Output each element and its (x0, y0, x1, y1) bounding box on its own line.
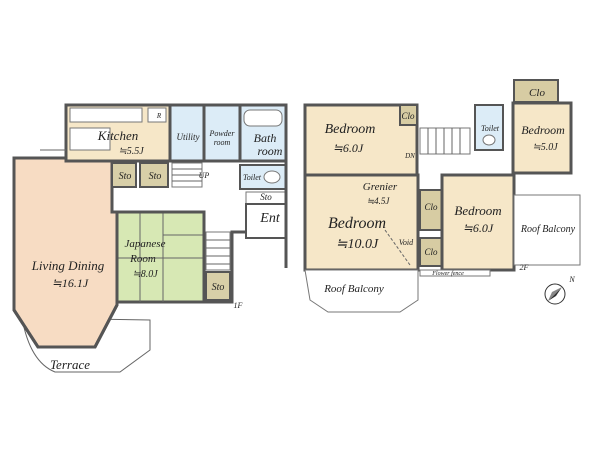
bath-label-1: Bath (254, 131, 277, 145)
kitchen-label: Kitchen (97, 128, 138, 143)
living-dining-room (12, 156, 119, 349)
bedroom-b-size: ≒10.0J (336, 237, 379, 252)
clo-label-1: Clo (401, 111, 415, 121)
japanese-label-2: Room (129, 253, 156, 265)
roof-balcony-right (513, 194, 581, 266)
living-size: ≒16.1J (52, 276, 89, 290)
living-label: Living Dining (31, 258, 105, 273)
bedroom-a-label: Bedroom (325, 122, 376, 137)
bedroom-a-size: ≒6.0J (333, 141, 364, 155)
bedroom-6-upper (303, 103, 419, 177)
void-label: Void (399, 238, 414, 247)
entrance-label: Ent (259, 211, 281, 226)
japanese-size: ≒8.0J (132, 269, 158, 280)
clo-label-3: Clo (424, 247, 438, 257)
roof-balcony-left-label: Roof Balcony (323, 283, 384, 295)
storage-1f-c (205, 271, 231, 301)
powder-label-2: room (214, 138, 231, 147)
sto-label-1: Sto (119, 171, 132, 182)
bedroom-10 (303, 173, 420, 272)
bedroom-d-size: ≒5.0J (532, 142, 558, 153)
bedroom-c-size: ≒6.0J (463, 221, 494, 235)
flower-fence (419, 269, 491, 277)
terrace-label: Terrace (50, 357, 90, 372)
grenier-label: Grenier (363, 181, 398, 193)
compass-north-label: N (568, 275, 575, 284)
fridge-label: R (156, 112, 162, 120)
entrance (245, 203, 287, 239)
storage-1f-b (139, 162, 169, 188)
utility-label: Utility (177, 132, 200, 142)
kitchen-island (69, 127, 111, 151)
grenier-size: ≒4.5J (367, 196, 391, 206)
floor2-label: 2F (520, 263, 529, 272)
sto-label-3: Sto (212, 282, 225, 293)
up-label: UP (199, 171, 210, 180)
fridge (147, 107, 167, 123)
toilet-2f-label: Toilet (481, 124, 500, 133)
bedroom-c-label: Bedroom (454, 203, 501, 218)
bedroom-6-lower (440, 173, 516, 272)
roof-balcony-left (304, 269, 419, 313)
roof-balcony-right-label: Roof Balcony (520, 224, 576, 235)
compass-icon (544, 283, 566, 305)
bath-label-2: room (258, 144, 283, 158)
dn-label: DN (404, 152, 415, 160)
bedroom-5 (511, 101, 573, 175)
flower-fence-label: Flower fence (431, 270, 464, 277)
sto-label-2: Sto (149, 171, 162, 182)
clo-top-label: Clo (529, 87, 545, 99)
closet-2f-top (513, 79, 559, 103)
storage-1f-a (111, 162, 137, 188)
japanese-label-1: Japanese (125, 238, 166, 250)
sto-label-4: Sto (260, 192, 272, 202)
powder-label-1: Powder (209, 129, 236, 138)
closet-2f-1 (399, 104, 418, 126)
clo-label-2: Clo (424, 202, 438, 212)
kitchen-counter (69, 107, 143, 123)
bedroom-b-label: Bedroom (328, 215, 386, 232)
bedroom-d-label: Bedroom (521, 123, 565, 137)
powder-room (202, 103, 242, 163)
floor1-label: 1F (234, 301, 243, 310)
bathtub (243, 109, 283, 127)
kitchen-size: ≒5.5J (118, 146, 144, 157)
toilet-1f-label: Toilet (243, 173, 262, 182)
